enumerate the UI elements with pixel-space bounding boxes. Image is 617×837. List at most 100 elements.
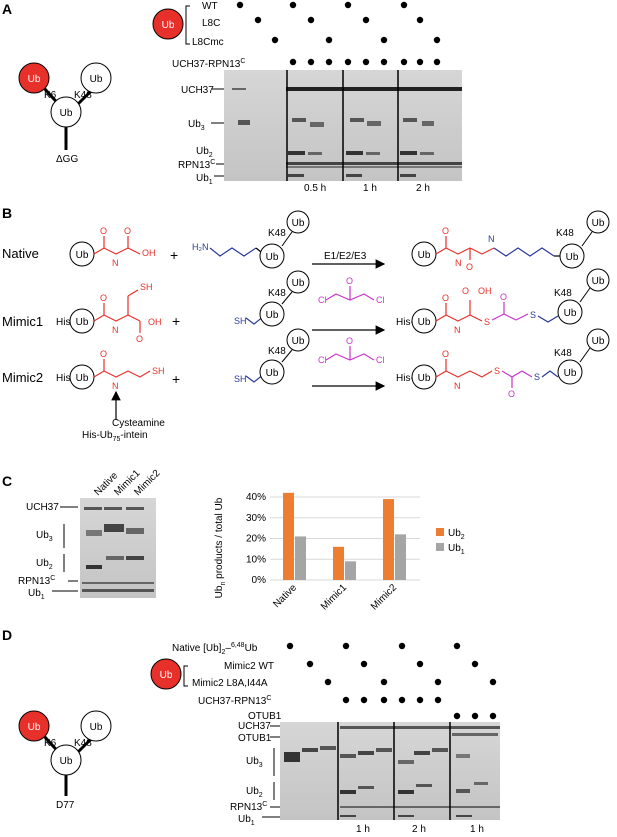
svg-text:O: O (442, 349, 449, 359)
band-ub2: Ub2 (196, 146, 213, 159)
svg-text:H₂N: H₂N (192, 242, 209, 252)
bar-ub1-native (295, 536, 306, 580)
ub-red-label: Ub (28, 74, 41, 85)
delta-gg-label: ΔGG (56, 154, 78, 165)
svg-text:N: N (112, 258, 119, 268)
svg-text:N: N (454, 381, 461, 391)
svg-text:Ub: Ub (292, 336, 305, 347)
svg-text:O: O (346, 276, 353, 286)
svg-text:S: S (494, 366, 500, 376)
legend-swatch-ub1 (436, 543, 444, 551)
cysteamine-label: Cysteamine (112, 418, 165, 429)
gel-band-labels-c: UCH37 Ub3 Ub2 RPN13C Ub1 (18, 502, 78, 601)
ub-badge-a: Ub (162, 20, 175, 31)
substrate-mimic2-mut: Mimic2 L8A,I44A (192, 678, 268, 689)
chart-ylabel: Ubn products / total Ub (214, 497, 227, 598)
gel-image-a (224, 70, 462, 181)
svg-text:Ub: Ub (28, 722, 41, 733)
svg-text:Ub: Ub (160, 670, 173, 681)
svg-text:O: O (508, 389, 515, 399)
svg-text:Cl: Cl (376, 295, 385, 305)
legend-label-ub1: Ub1 (448, 543, 465, 556)
svg-text:N: N (454, 325, 461, 335)
svg-text:K6: K6 (44, 738, 57, 749)
band-ub2-c: Ub2 (36, 558, 53, 571)
svg-text:+: + (172, 313, 180, 329)
svg-text:OH: OH (148, 317, 162, 327)
svg-text:Ub: Ub (592, 336, 605, 347)
panel-label-d: D (2, 627, 12, 643)
svg-text:Ub: Ub (76, 250, 89, 261)
svg-text:K48: K48 (268, 346, 286, 357)
e1e2e3-label: E1/E2/E3 (324, 251, 367, 262)
k6-label: K6 (44, 90, 57, 101)
svg-text:Ub: Ub (592, 218, 605, 229)
x-tick-label: Mimic2 (369, 582, 399, 612)
ub-node-center (50, 96, 82, 128)
svg-text:Ub: Ub (592, 276, 605, 287)
ub-node-right (80, 62, 112, 94)
svg-text:O: O (100, 293, 107, 303)
band-ub1: Ub1 (196, 173, 213, 186)
y-tick-label: 20% (246, 534, 266, 545)
gel-image-c (80, 498, 156, 598)
svg-text:UCH37: UCH37 (238, 721, 271, 732)
enzyme-uch37-d: UCH37-RPN13C (198, 695, 271, 707)
reaction-mimic1: Mimic1 His- Ub O N SH O OH + SH Ub K48 U… (2, 268, 610, 344)
band-ub1-d: Ub1 (238, 814, 255, 827)
svg-text:Ub: Ub (90, 722, 103, 733)
band-rpn13: RPN13C (178, 159, 215, 171)
band-rpn13-c: RPN13C (18, 575, 55, 587)
svg-text:Ub: Ub (60, 756, 73, 767)
topology-diagram-a: Ub Ub Ub K6 K48 ΔGG (18, 62, 112, 165)
svg-text:Ub: Ub (564, 368, 577, 379)
k48-label: K48 (74, 90, 92, 101)
x-tick-label: Native (271, 582, 299, 610)
ub-red-node (18, 62, 50, 94)
svg-text:SH: SH (140, 282, 153, 292)
svg-text:O: O (442, 226, 449, 236)
reaction-native: Native Ub O N O OH + H₂N Ub K48 Ub E1/E2… (2, 210, 610, 272)
svg-text:N: N (455, 258, 462, 268)
svg-text:His-: His- (396, 317, 414, 328)
svg-text:Ub: Ub (266, 310, 279, 321)
band-ub3: Ub3 (188, 119, 205, 132)
svg-text:OH: OH (142, 248, 156, 258)
variant-l8cmc: L8Cmc (192, 37, 224, 48)
svg-text:D77: D77 (56, 800, 75, 811)
svg-text:S: S (534, 372, 540, 382)
svg-text:K48: K48 (268, 288, 286, 299)
svg-text:S: S (530, 310, 536, 320)
reaction-mimic2: Mimic2 His- Ub O N SH Cysteamine His-Ub7… (2, 328, 610, 443)
svg-text:Ub: Ub (418, 373, 431, 384)
svg-text:Ub: Ub (266, 252, 279, 263)
svg-text:K48: K48 (554, 288, 572, 299)
svg-text:O: O (124, 226, 131, 236)
condition-matrix-d: Native [Ub]2–6,48Ub Ub Mimic2 WT Mimic2 … (150, 642, 497, 722)
band-uch37: UCH37 (181, 85, 214, 96)
ub-center-label: Ub (60, 108, 73, 119)
svg-text:1 h: 1 h (470, 824, 484, 835)
panel-label-a: A (2, 1, 12, 17)
svg-text:O: O (466, 262, 473, 272)
bar-ub2-mimic1 (333, 546, 344, 580)
panel-label-c: C (2, 473, 12, 489)
bar-ub1-mimic2 (395, 534, 406, 580)
svg-text:Ub: Ub (76, 317, 89, 328)
svg-text:K48: K48 (268, 228, 286, 239)
svg-text:K48: K48 (74, 738, 92, 749)
svg-text:O: O (100, 226, 107, 236)
y-tick-label: 10% (246, 554, 266, 565)
svg-text:Ub: Ub (566, 252, 579, 263)
y-tick-label: 0% (252, 575, 267, 586)
ub-right-label: Ub (90, 74, 103, 85)
svg-text:+: + (172, 371, 180, 387)
gel-lane-labels-c: Native Mimic1 Mimic2 (92, 468, 162, 498)
enzyme-uch37-rpn13: UCH37-RPN13C (172, 58, 245, 70)
panel-label-b: B (2, 205, 12, 221)
substrate-native: Native [Ub]2–6,48Ub (172, 642, 258, 656)
band-ub2-d: Ub2 (246, 786, 263, 799)
bar-chart-c: Ubn products / total Ub 0%10%20%30%40%Na… (214, 492, 465, 613)
band-rpn13-d: RPN13C (230, 801, 267, 813)
variant-l8c: L8C (202, 18, 220, 29)
